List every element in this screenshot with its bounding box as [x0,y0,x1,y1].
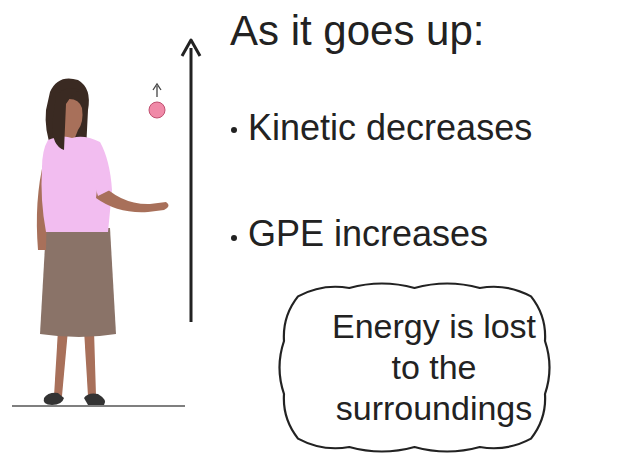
bullet-dot [231,235,237,241]
bullet-text: GPE increases [248,214,488,254]
arrow-head [182,40,200,56]
ground-line [12,405,185,407]
ball [149,102,165,118]
bullet-dot [231,127,237,133]
height-arrow [190,48,193,322]
motion-arrow-head [153,84,161,90]
woman-figure [37,79,169,406]
bullet-text: Kinetic decreases [248,108,532,148]
cloud-bubble: Energy is lost to the surroundings [276,280,553,455]
heading-note: As it goes up: [230,8,484,54]
motion-arrow [156,86,157,97]
cloud-text: Energy is lost to the surroundings [316,306,553,428]
